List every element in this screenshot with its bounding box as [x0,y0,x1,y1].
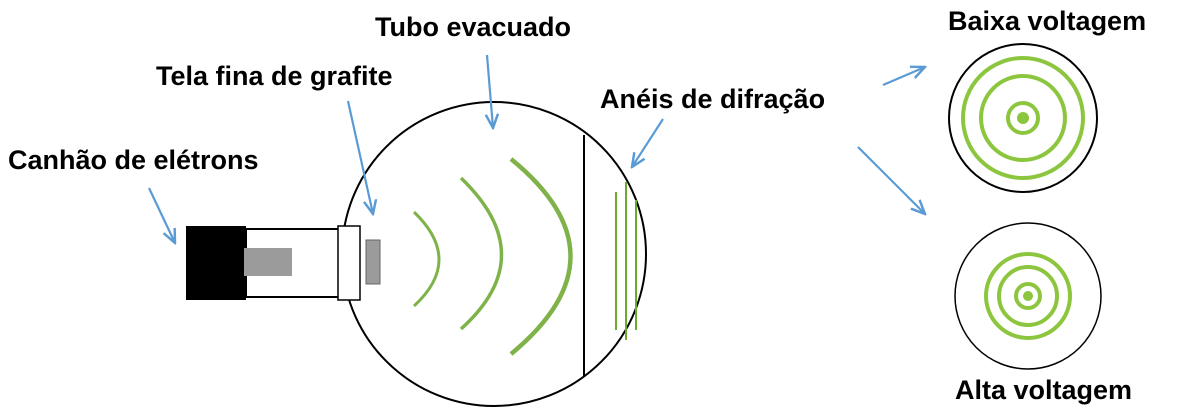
arrow-tubo [487,54,493,128]
arrow-tela [346,100,373,214]
arrow-alta [857,146,925,214]
label-tubo-evacuado: Tubo evacuado [375,12,572,42]
label-alta-voltagem: Alta voltagem [955,375,1133,405]
label-canhao-de-eletrons: Canhão de elétrons [8,145,259,175]
low-ring-inner [1006,101,1040,135]
low-central-spot [1017,112,1029,124]
high-central-spot [1023,291,1033,301]
high-ring-outer [984,252,1072,340]
label-aneis-de-difracao: Anéis de difração [600,84,826,114]
wavefront-3 [509,157,573,356]
low-ring-outer [961,56,1085,180]
arrow-baixa [882,67,925,87]
high-ring-inner [1014,282,1042,310]
gun-collar [337,225,361,301]
low-ring-middle [979,74,1067,162]
arrow-aneis [632,118,664,167]
wavefront-1 [412,210,441,308]
high-voltage-pattern [954,222,1102,370]
graphite-foil [365,239,381,285]
evacuated-tube [341,101,647,407]
low-voltage-pattern [948,43,1098,193]
arrow-canhao [148,187,175,243]
wavefront-2 [459,176,504,331]
label-baixa-voltagem: Baixa voltagem [948,6,1147,36]
electron-gun [186,226,246,300]
gun-barrel [244,248,292,276]
high-ring-middle [997,265,1059,327]
edge-on-rings [615,182,637,340]
wavefronts [412,157,573,356]
label-tela-fina-de-grafite: Tela fina de grafite [156,61,393,91]
